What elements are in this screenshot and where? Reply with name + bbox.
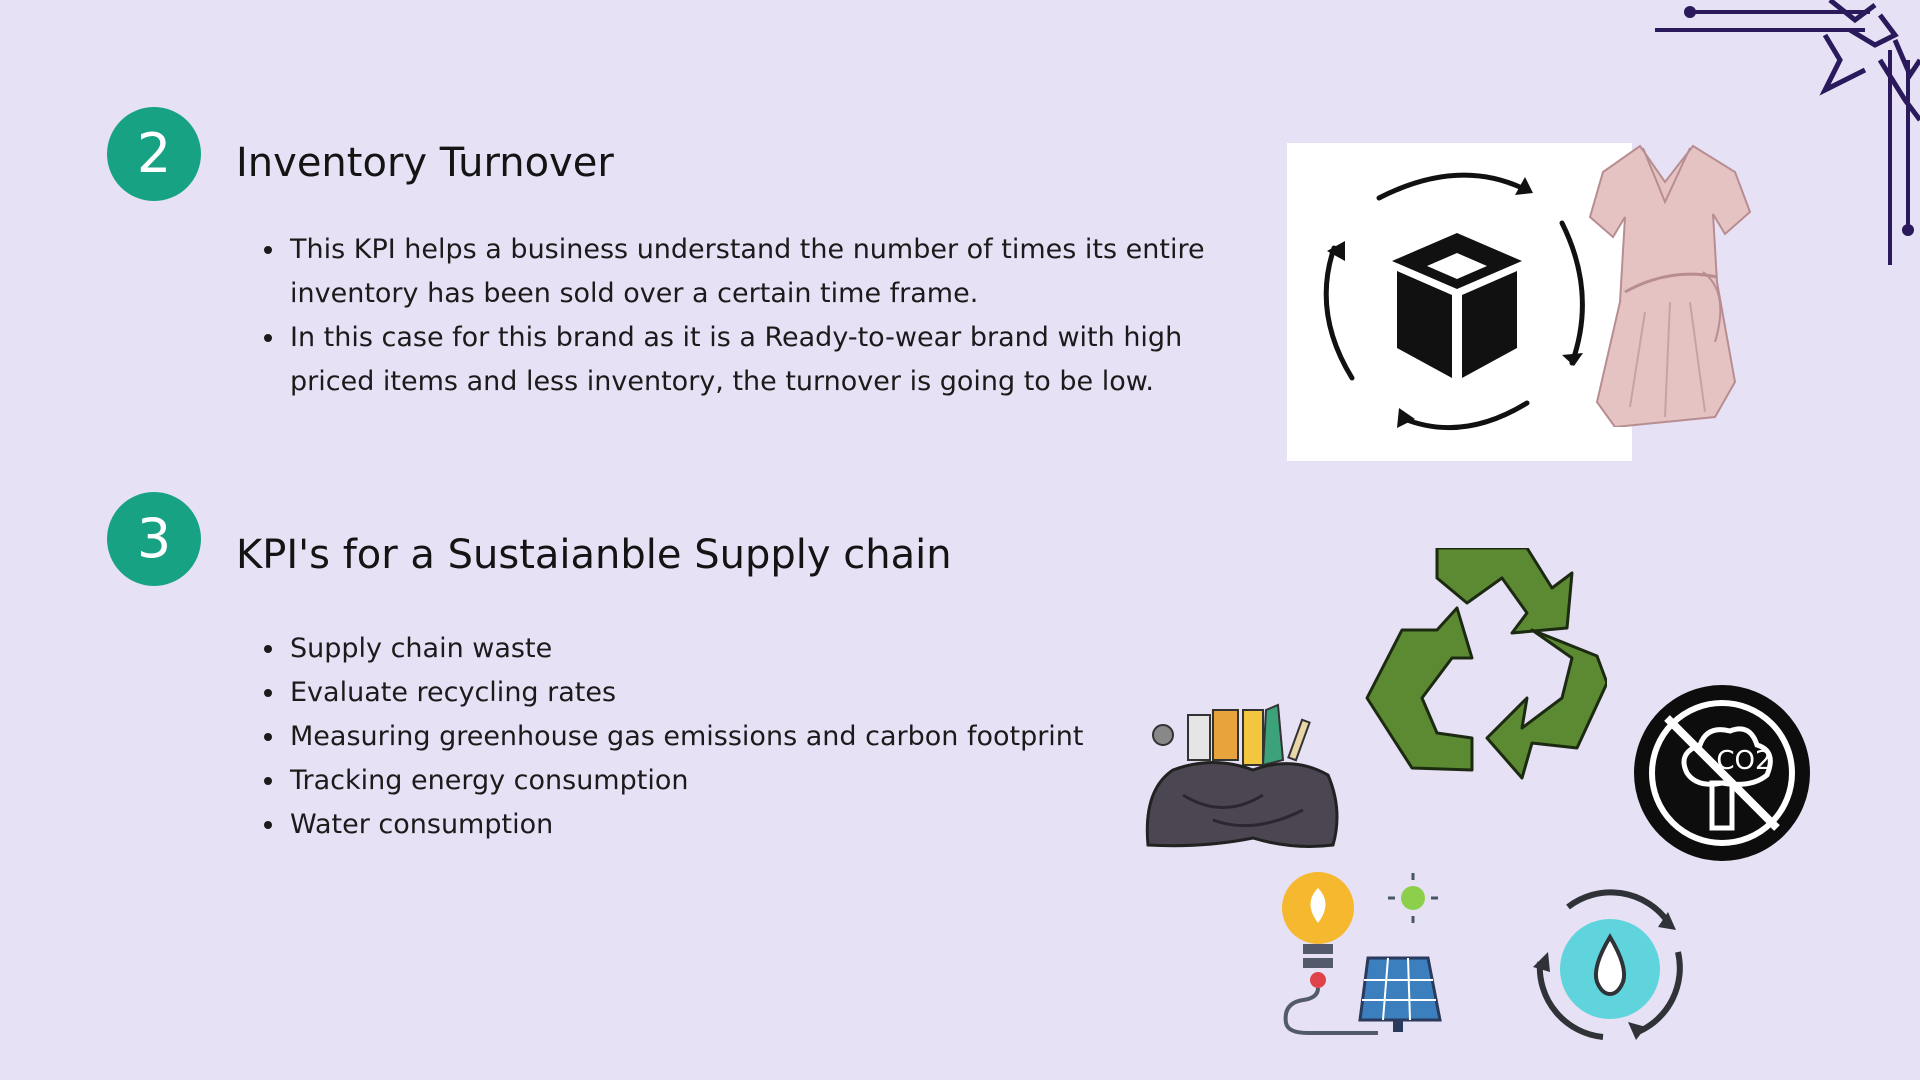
renewable-energy-icon: [1278, 868, 1448, 1038]
list-item: This KPI helps a business understand the…: [264, 228, 1274, 316]
list-item: Measuring greenhouse gas emissions and c…: [264, 715, 1084, 759]
list-item: Tracking energy consumption: [264, 759, 1084, 803]
bullet-list: This KPI helps a business understand the…: [264, 228, 1274, 404]
list-item: Evaluate recycling rates: [264, 671, 1084, 715]
list-item: Supply chain waste: [264, 627, 1084, 671]
recycle-icon: [1362, 548, 1607, 793]
inventory-cycle-box-icon: [1287, 143, 1632, 461]
list-item: Water consumption: [264, 803, 1084, 847]
list-item: In this case for this brand as it is a R…: [264, 316, 1274, 404]
section-number-badge: 2: [107, 107, 201, 201]
section-number-badge: 3: [107, 492, 201, 586]
bullet-list: Supply chain waste Evaluate recycling ra…: [264, 627, 1084, 847]
corner-ornament-icon: [1650, 0, 1920, 270]
water-cycle-icon: [1528, 882, 1693, 1047]
section-title: Inventory Turnover: [236, 140, 614, 186]
no-co2-icon: CO2: [1632, 683, 1812, 863]
waste-bag-icon: [1143, 700, 1343, 850]
dress-icon: [1585, 142, 1760, 427]
section-title: KPI's for a Sustaianble Supply chain: [236, 532, 952, 578]
